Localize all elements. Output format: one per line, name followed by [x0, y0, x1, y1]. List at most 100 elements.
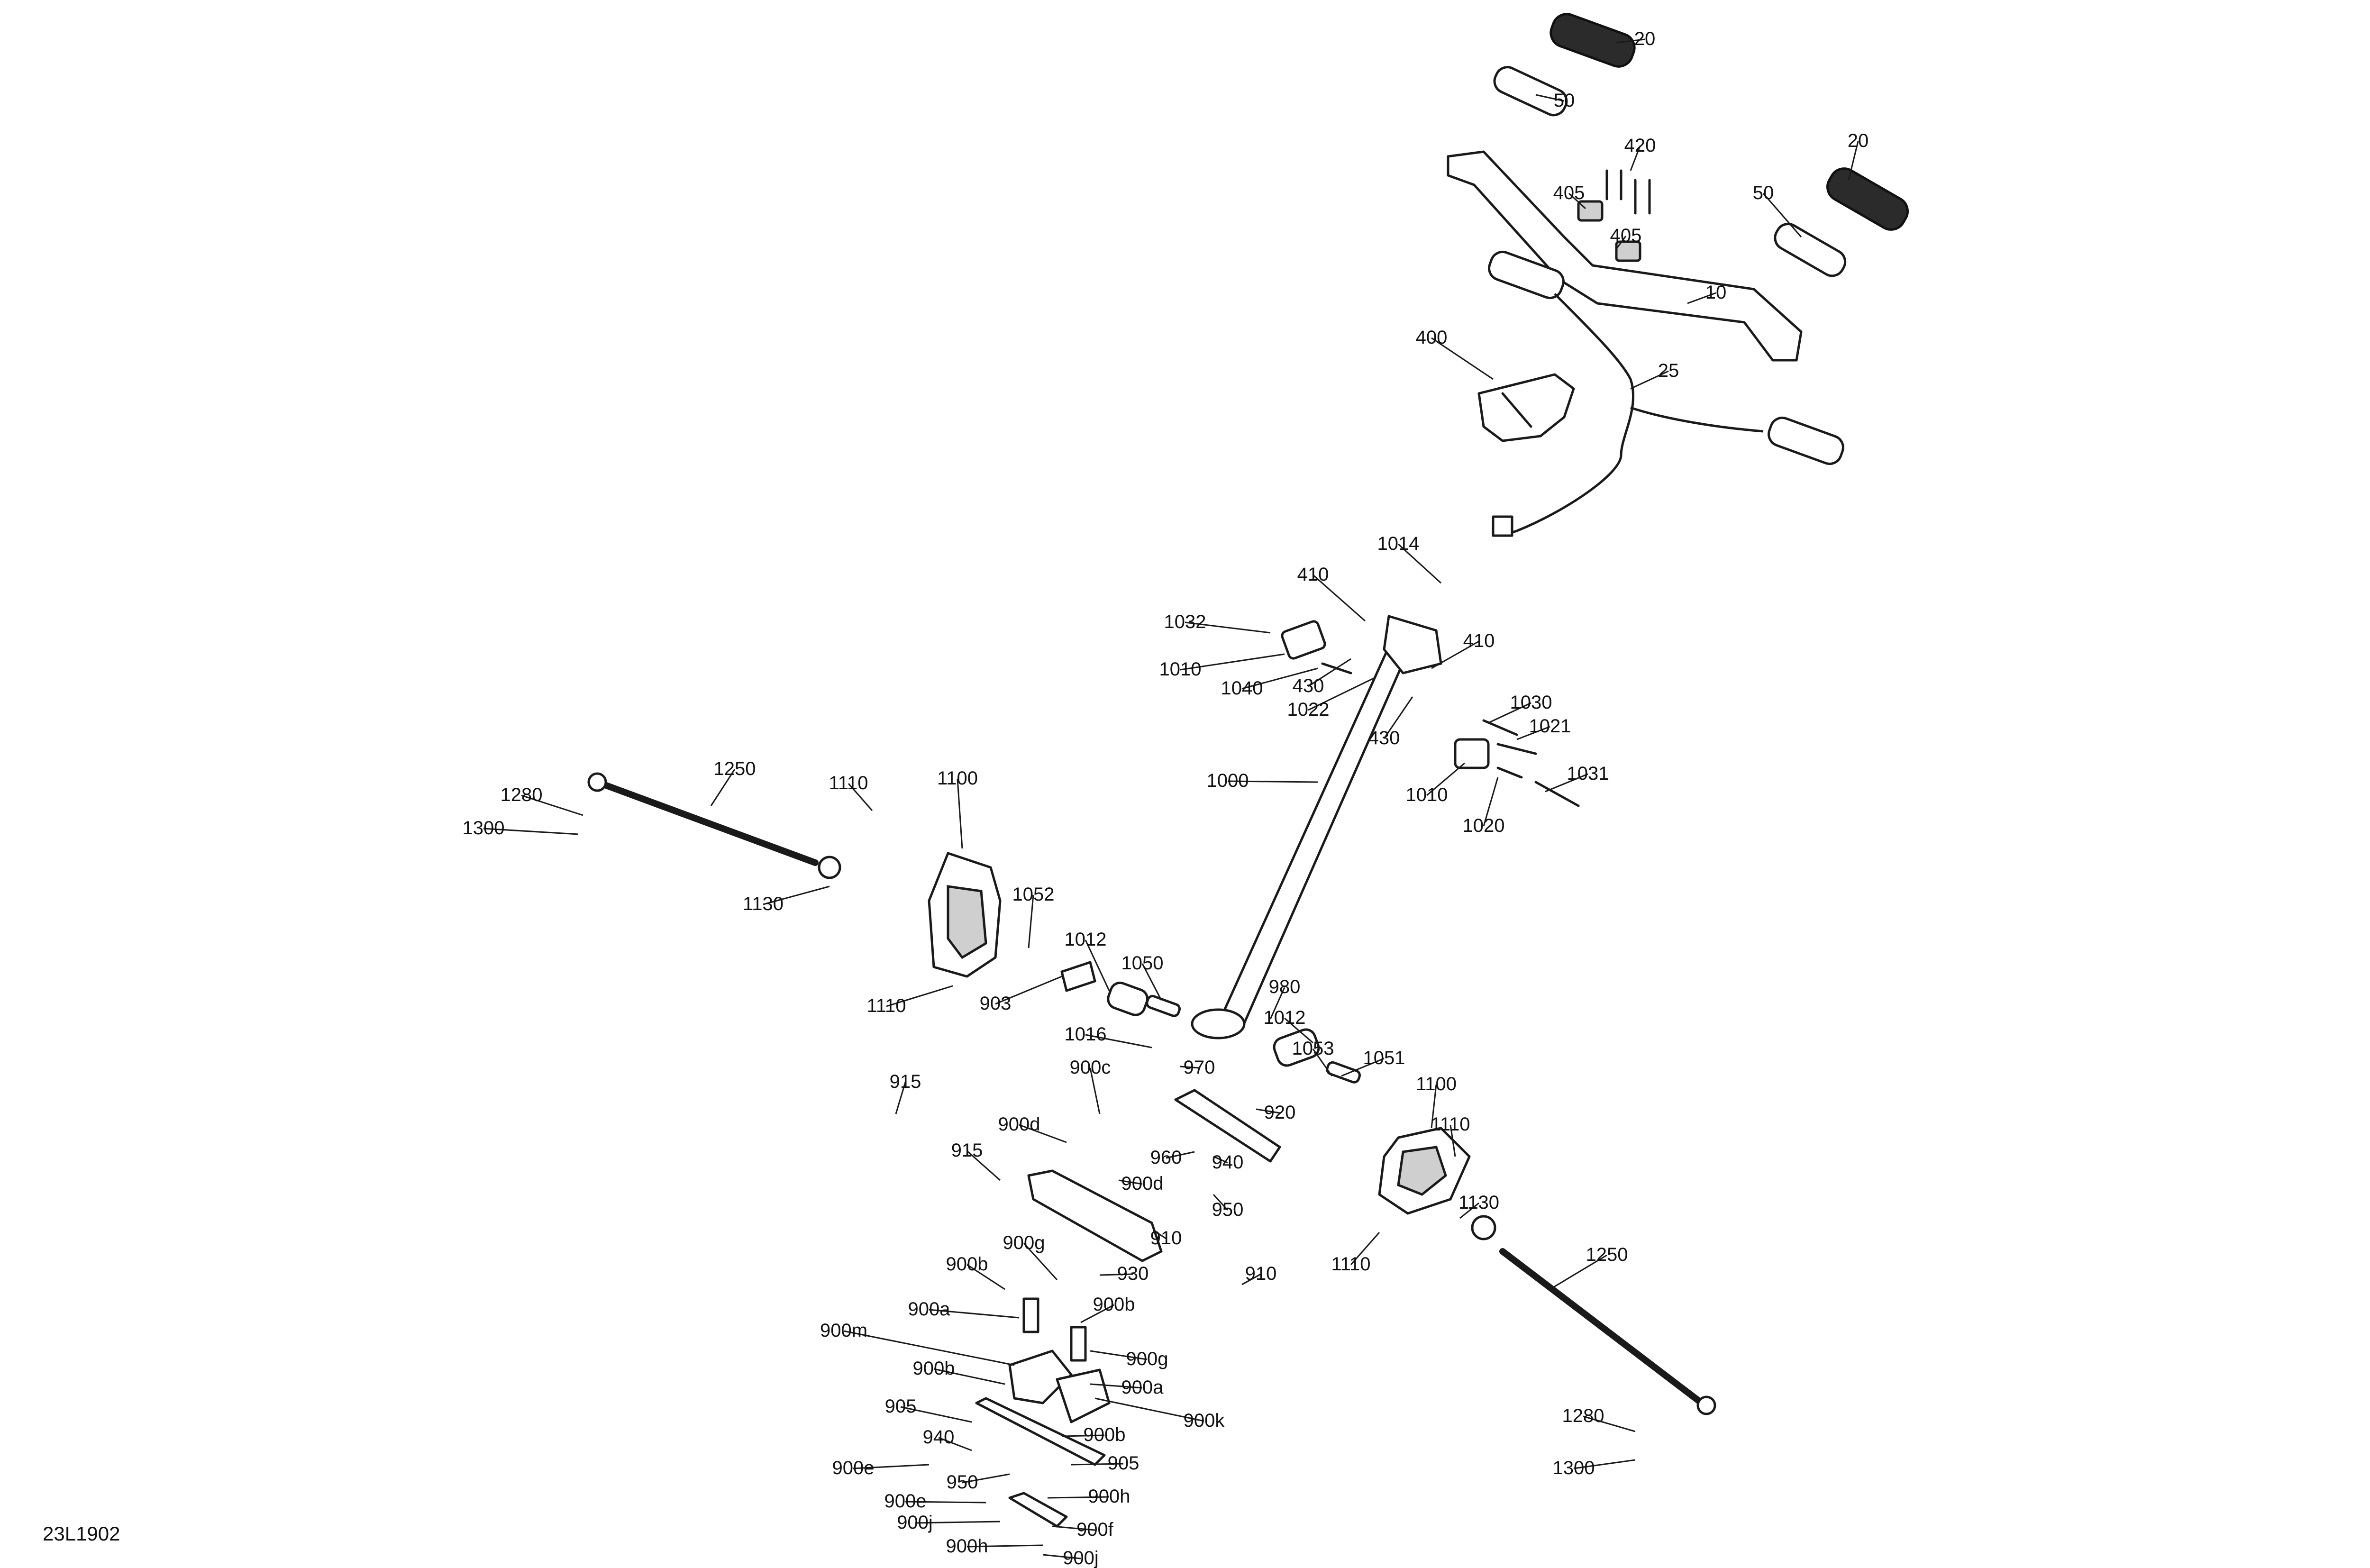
callout-label: 25 [1658, 360, 1679, 381]
callout-leader [1350, 1232, 1380, 1265]
callout-leader [1568, 192, 1586, 210]
callout-label: 1022 [1287, 699, 1330, 720]
callout-label: 940 [923, 1427, 955, 1448]
callout-leader [1308, 677, 1375, 711]
callout-label: 410 [1463, 630, 1495, 651]
callout-leader [1545, 773, 1588, 793]
callout-leader [886, 985, 953, 1007]
pivot-bracket [1027, 1169, 1163, 1262]
callout-leader [1269, 987, 1285, 1020]
callout-leader [1583, 1415, 1636, 1432]
callout-label: 1032 [1164, 611, 1206, 632]
callout-leader [1459, 1202, 1479, 1219]
callout-leader [962, 1473, 1010, 1484]
callout-leader [1483, 777, 1499, 827]
callout-label: 1280 [501, 784, 543, 805]
callout-leader [1313, 574, 1366, 622]
callout-leader [1615, 236, 1627, 249]
tie-rod-left [587, 772, 841, 879]
callout-label: 1250 [1586, 1244, 1628, 1265]
callout-label: 900g [1003, 1232, 1045, 1253]
callout-label: 900j [1063, 1548, 1099, 1568]
callout-leader [1431, 337, 1494, 380]
callout-leader [1071, 1463, 1124, 1466]
callout-leader [1383, 696, 1413, 739]
callout-label: 1016 [1065, 1024, 1107, 1045]
callout-label: 900a [908, 1299, 951, 1320]
callout-leader [1431, 640, 1479, 669]
callout-label: 915 [951, 1140, 983, 1161]
sleeve-top [1493, 66, 1568, 117]
callout-leader [1449, 1124, 1456, 1157]
callout-leader [1426, 762, 1465, 796]
diagram-ref-code: 23L1902 [43, 1522, 120, 1545]
callout-label: 900h [946, 1536, 988, 1557]
callout-label: 430 [1293, 675, 1324, 696]
callout-leader [1227, 780, 1318, 783]
callout-label: 900b [913, 1358, 955, 1379]
callout-leader [1550, 1254, 1607, 1290]
callout-leader [1180, 1066, 1200, 1069]
callout-leader [1431, 1084, 1437, 1129]
callout-leader [1090, 1383, 1143, 1389]
callout-leader [966, 1150, 1001, 1181]
riser-block [1477, 373, 1575, 442]
callout-leader [1630, 370, 1669, 390]
callout-leader [1284, 1017, 1313, 1044]
callout-label: 1050 [1121, 953, 1164, 974]
callout-label: 1051 [1363, 1048, 1405, 1068]
callout-label: 900b [1084, 1424, 1126, 1445]
tie-rod-right [1471, 1215, 1716, 1415]
callout-leader [1488, 702, 1531, 724]
callout-leader [521, 794, 583, 816]
callout-label: 950 [947, 1472, 978, 1493]
callout-leader [929, 1309, 1020, 1319]
callout-label: 900g [1126, 1349, 1168, 1369]
callout-label: 900f [1076, 1519, 1114, 1540]
grip-right [1826, 167, 1909, 231]
callout-label: 920 [1264, 1102, 1296, 1123]
callout-label: 900e [884, 1491, 927, 1512]
callout-label: 900j [897, 1512, 933, 1533]
callout-leader [483, 828, 579, 835]
callout-leader [1023, 1242, 1058, 1281]
callout-label: 970 [1184, 1057, 1215, 1078]
callout-leader [1213, 1156, 1228, 1164]
callout-label: 1012 [1264, 1007, 1306, 1028]
callout-label: 1014 [1377, 533, 1420, 554]
callout-label: 430 [1368, 728, 1400, 748]
callout-label: 1300 [463, 818, 505, 839]
callout-leader [966, 1264, 1005, 1290]
callout-label: 905 [1108, 1453, 1139, 1474]
callout-label: 930 [1117, 1263, 1149, 1284]
callout-leader [1212, 1194, 1229, 1211]
callout-leader [1397, 543, 1442, 584]
callout-label: 900d [1121, 1173, 1164, 1194]
callout-leader [1256, 1108, 1280, 1114]
steering-housing-left [928, 852, 1002, 978]
callout-label: 1110 [829, 773, 868, 793]
callout-label: 900d [998, 1114, 1040, 1135]
callout-leader [1042, 1554, 1081, 1559]
callout-label: 1110 [866, 995, 906, 1016]
callout-label: 1100 [937, 768, 978, 789]
callout-leader [1061, 1434, 1105, 1437]
callout-label: 1130 [1458, 1192, 1499, 1213]
callout-leader [1616, 38, 1645, 44]
callout-label: 50 [1554, 90, 1575, 111]
callout-leader [1180, 653, 1285, 671]
callout-label: 903 [980, 993, 1012, 1014]
callout-leader [1308, 658, 1351, 687]
callout-leader [1762, 193, 1802, 237]
steering-column [1191, 615, 1442, 1039]
callout-label: 940 [1212, 1152, 1244, 1173]
callout-leader [1573, 1459, 1636, 1469]
callout-leader [895, 1082, 906, 1114]
callout-leader [1241, 1273, 1261, 1285]
callout-leader [938, 1437, 972, 1451]
callout-leader [853, 1464, 930, 1469]
callout-label: 960 [1150, 1147, 1182, 1168]
callout-leader [933, 1368, 1005, 1385]
